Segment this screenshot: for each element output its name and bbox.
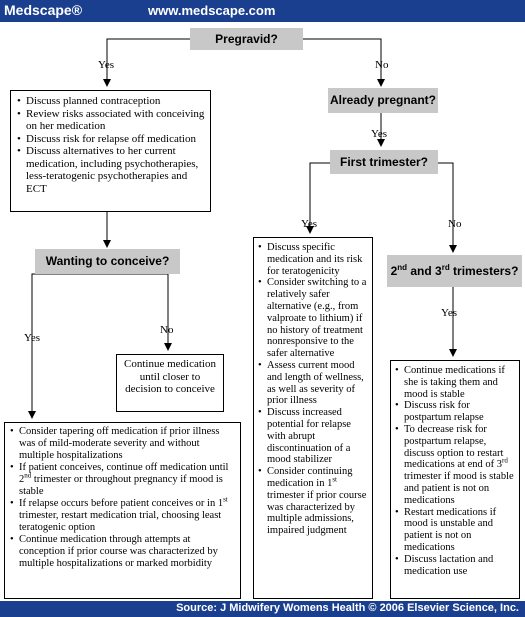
list-item: Discuss increased potential for relapse … — [256, 407, 370, 466]
label-pregravid-no: No — [375, 59, 389, 71]
node-first-trimester: First trimester? — [330, 150, 438, 174]
list-item: Discuss lactation and medication use — [393, 554, 517, 578]
edge-pregravid-no — [303, 38, 385, 87]
footer-bar: Source: J Midwifery Womens Health © 2006… — [0, 601, 525, 617]
box-continue-medication: Continue medication until closer to deci… — [116, 354, 224, 412]
edge-wanting-no — [107, 273, 172, 351]
edge-wanting-yes — [28, 273, 107, 419]
list-item: Consider continuing medication in 1st tr… — [256, 466, 370, 537]
label-wanting-no: No — [160, 324, 174, 336]
label-first-yes: Yes — [301, 218, 318, 230]
header-bar: Medscape® www.medscape.com — [0, 0, 525, 22]
label-pregravid-yes: Yes — [98, 59, 115, 71]
list-item: To decrease risk for postpartum relapse,… — [393, 424, 517, 507]
list-item: Assess current mood and length of wellne… — [256, 360, 370, 407]
edge-pregravid-yes — [103, 38, 190, 87]
node-wanting-to-conceive: Wanting to conceive? — [35, 249, 180, 274]
list-item: Continue medications if she is taking th… — [393, 365, 517, 400]
list-item: Restart medications if mood is unstable … — [393, 507, 517, 554]
source-citation: Source: J Midwifery Womens Health © 2006… — [176, 602, 519, 614]
list-item: Consider tapering off medication if prio… — [8, 426, 237, 462]
list-item: Discuss specific medication and its risk… — [256, 242, 370, 277]
list-item: Consider switching to a relatively safer… — [256, 277, 370, 360]
list-item: Discuss alternatives to her current medi… — [15, 145, 206, 195]
site-url[interactable]: www.medscape.com — [148, 3, 276, 18]
label-first-no: No — [448, 218, 462, 230]
label-already-yes: Yes — [371, 128, 388, 140]
list-item: Discuss risk for postpartum relapse — [393, 400, 517, 424]
list-item: Review risks associated with conceiving … — [15, 108, 206, 133]
list-item: Continue medication through attempts at … — [8, 534, 237, 570]
box-conceive-yes: Consider tapering off medication if prio… — [4, 422, 241, 599]
medscape-logo: Medscape® — [4, 2, 83, 18]
list-item: Discuss risk for relapse off medication — [15, 133, 206, 146]
list-item: If relapse occurs before patient conceiv… — [8, 496, 237, 534]
box-pregravid-yes: Discuss planned contraception Review ris… — [10, 90, 211, 212]
box-later-trimesters-yes: Continue medications if she is taking th… — [390, 360, 520, 599]
list-item: If patient conceives, continue off medic… — [8, 462, 237, 498]
label-later-yes: Yes — [441, 307, 458, 319]
label-wanting-yes: Yes — [24, 332, 41, 344]
node-already-pregnant: Already pregnant? — [328, 88, 438, 113]
node-second-third-trimesters: 2nd and 3rd trimesters? — [387, 255, 522, 287]
node-pregravid: Pregravid? — [190, 28, 303, 50]
edge-first-no — [381, 162, 457, 253]
list-item: Discuss planned contraception — [15, 95, 206, 108]
box-first-trimester-yes: Discuss specific medication and its risk… — [253, 237, 373, 599]
